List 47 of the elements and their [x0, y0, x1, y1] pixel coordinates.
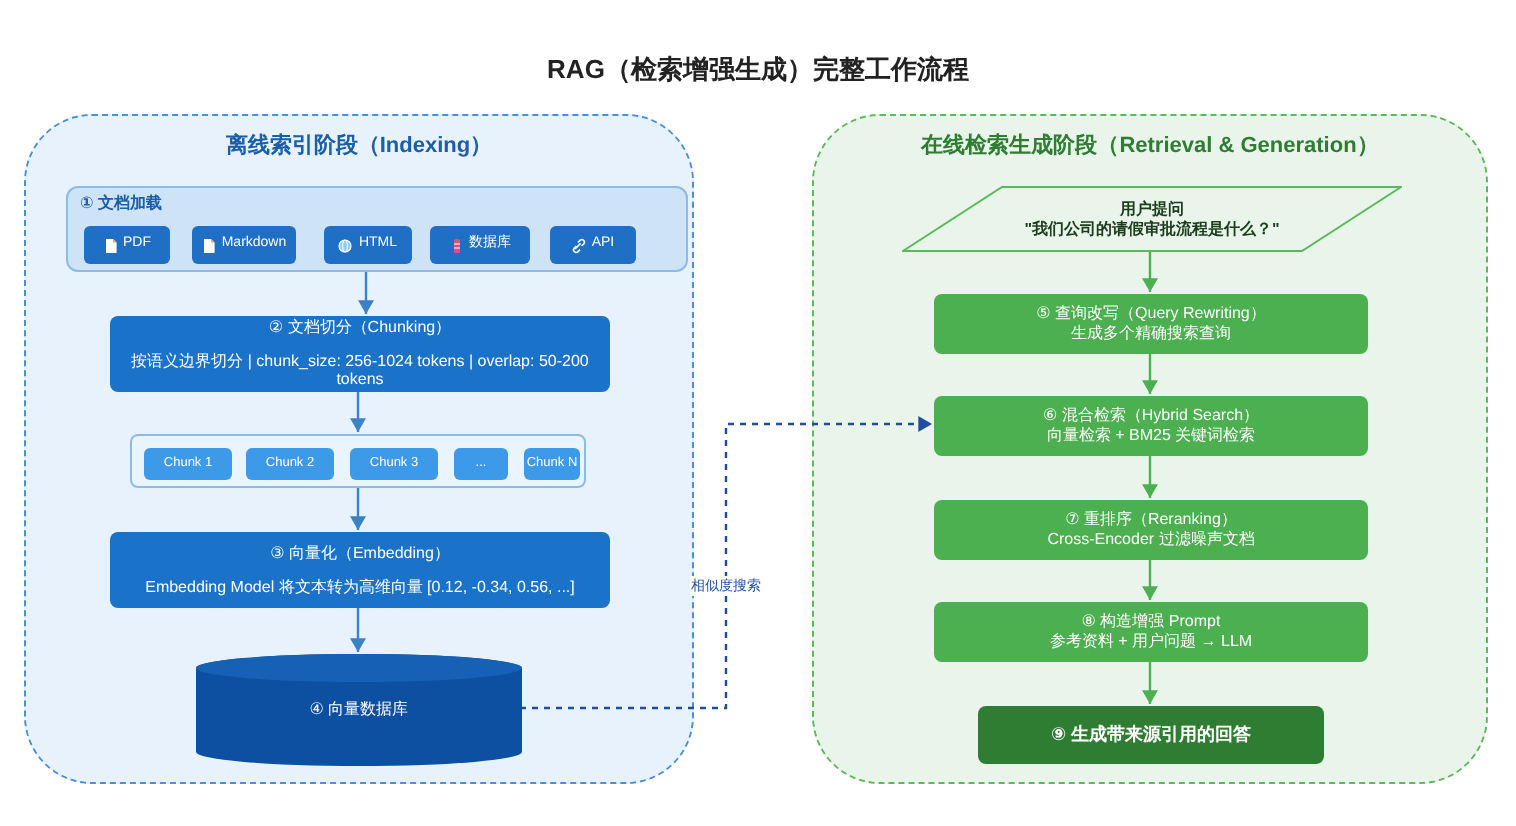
- step-heading: ⑧ 构造增强 Prompt: [1081, 612, 1221, 632]
- arrow: [350, 486, 366, 530]
- source-box: [550, 226, 636, 264]
- step-heading: ③ 向量化（Embedding）: [268, 543, 452, 563]
- diagram-title: RAG（检索增强生成）完整工作流程: [545, 52, 971, 88]
- panel-title: 离线索引阶段（Indexing）: [223, 134, 495, 161]
- arrow: [1142, 352, 1158, 394]
- step-heading: ⑥ 混合检索（Hybrid Search）: [1042, 406, 1260, 426]
- step-heading: ⑦ 重排序（Reranking）: [1065, 510, 1237, 530]
- arrow: [350, 606, 366, 652]
- arrow: [350, 390, 366, 432]
- arrow: [520, 416, 932, 710]
- arrow: [1142, 660, 1158, 704]
- chunk-group-box: [130, 434, 586, 488]
- arrow: [358, 270, 374, 314]
- database-cylinder: [196, 654, 522, 766]
- group-box: [66, 186, 688, 272]
- process-box: [934, 602, 1368, 662]
- step-heading: ④ 向量数据库: [309, 700, 409, 720]
- source-box: [324, 226, 412, 264]
- step-description: Cross-Encoder 过滤噪声文档: [1047, 530, 1255, 550]
- step-description: "我们公司的请假审批流程是什么？": [1024, 219, 1280, 239]
- step-heading: ② 文档切分（Chunking）: [266, 318, 454, 338]
- source-box: [430, 226, 530, 264]
- source-box: [192, 226, 296, 264]
- step-heading: 用户提问: [1120, 199, 1184, 219]
- input-parallelogram: [902, 186, 1402, 252]
- source-box: [84, 226, 170, 264]
- arrow: [1142, 454, 1158, 498]
- process-box: [934, 500, 1368, 560]
- step-description: 向量检索 + BM25 关键词检索: [1046, 426, 1256, 446]
- process-box: [934, 396, 1368, 456]
- phase-panel: [24, 114, 694, 784]
- group-title: ① 文档加载: [80, 194, 162, 214]
- step-description: Embedding Model 将文本转为高维向量 [0.12, -0.34, 0.56, ...]: [143, 577, 577, 597]
- process-box: [934, 294, 1368, 354]
- arrow: [1142, 250, 1158, 292]
- step-description: 按语义边界切分 | chunk_size: 256-1024 tokens | overlap: 50-200 tokens: [129, 351, 591, 390]
- panel-title: 在线检索生成阶段（Retrieval & Generation）: [919, 134, 1381, 161]
- step-heading: ⑤ 查询改写（Query Rewriting）: [1036, 304, 1266, 324]
- arrow: [1142, 558, 1158, 600]
- phase-panel: [812, 114, 1488, 784]
- result-box: ⑨ 生成带来源引用的回答: [978, 706, 1324, 764]
- process-box: [110, 316, 610, 392]
- process-box: [110, 532, 610, 608]
- step-description: 生成多个精确搜索查询: [1071, 324, 1231, 344]
- step-description: 参考资料 + 用户问题 → LLM: [1049, 632, 1253, 652]
